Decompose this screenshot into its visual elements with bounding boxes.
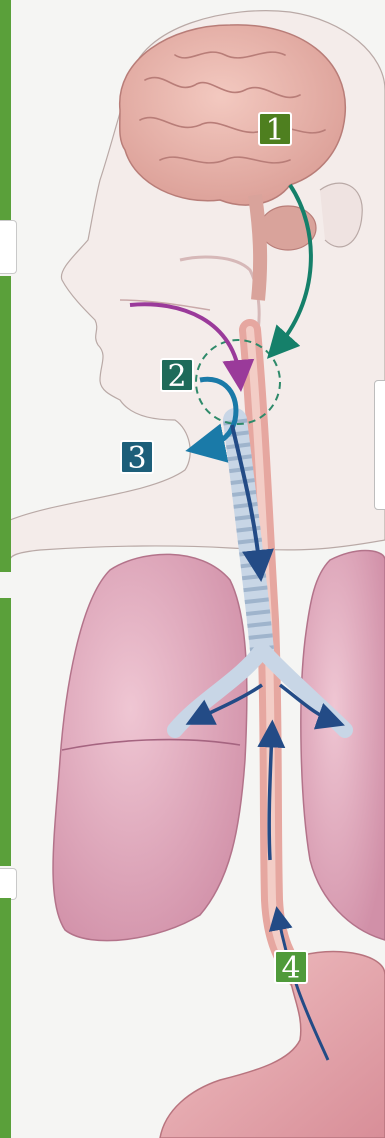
step-badge-3: 3 (120, 440, 154, 474)
stomach-illustration (160, 952, 385, 1138)
lungs-illustration (53, 551, 385, 941)
step-badge-1: 1 (258, 112, 292, 146)
sidebar-tab-2[interactable] (0, 868, 17, 900)
right-lung-shape (301, 551, 385, 940)
ear-shape (320, 183, 362, 247)
sidebar-strip-4[interactable] (0, 898, 11, 1138)
sidebar-strip-3[interactable] (0, 598, 11, 866)
step-badge-4: 4 (274, 950, 308, 984)
sidebar-tab-1[interactable] (0, 220, 17, 274)
left-lung-shape (53, 554, 247, 940)
brainstem-shape (255, 195, 260, 300)
right-edge-panel[interactable] (374, 380, 385, 510)
sidebar-strip-2[interactable] (0, 276, 11, 572)
step-badge-2: 2 (160, 358, 194, 392)
